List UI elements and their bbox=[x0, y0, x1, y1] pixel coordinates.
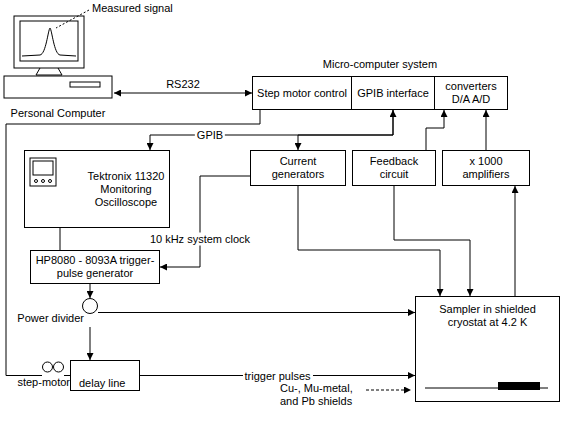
connector bbox=[60, 228, 61, 250]
connector bbox=[6, 110, 260, 376]
node-text: HP8080 - 8093A trigger-pulse generator bbox=[35, 254, 155, 280]
step-motor: step-motor bbox=[42, 360, 64, 391]
edge-label: trigger pulses bbox=[242, 369, 312, 382]
connector bbox=[515, 186, 516, 296]
process-box: Feedback circuit bbox=[352, 150, 436, 186]
divider-circle bbox=[83, 299, 98, 314]
connector bbox=[90, 284, 91, 298]
node-text: Current generators bbox=[255, 155, 341, 181]
scope-knob bbox=[35, 180, 38, 183]
connector bbox=[98, 312, 415, 313]
scope-knob bbox=[49, 180, 52, 183]
node-text: x 1000 amplifiers bbox=[447, 155, 525, 181]
annotation-label: Measured signal bbox=[92, 2, 173, 15]
oscilloscope-box: Tektronix 11320Monitoring Oscilloscope bbox=[24, 150, 170, 228]
scope-knob bbox=[42, 180, 45, 183]
monitor-stand bbox=[36, 68, 62, 75]
monitor-screen bbox=[20, 21, 78, 61]
monitor-frame bbox=[14, 16, 84, 68]
sampler-chip bbox=[498, 382, 540, 390]
connector bbox=[298, 110, 393, 150]
scope-icon bbox=[30, 158, 56, 186]
divider-symbol bbox=[82, 298, 98, 314]
computer-case bbox=[4, 76, 112, 98]
node-text: Step motor control bbox=[257, 87, 347, 100]
node-text: Micro-computer system bbox=[252, 58, 508, 71]
system-group: Micro-computer systemStep motor control G… bbox=[252, 58, 508, 112]
connector bbox=[394, 186, 470, 296]
annotation-label: Cu-, Mu-metal, and Pb shields bbox=[280, 382, 364, 408]
scope-screen bbox=[33, 161, 53, 175]
motor-wheel bbox=[43, 362, 53, 372]
power-divider: Power divider bbox=[82, 298, 98, 327]
node-text: Feedback circuit bbox=[357, 155, 431, 181]
computer-node: Personal Computer bbox=[2, 12, 114, 120]
node-text: Power divider bbox=[17, 312, 84, 325]
node-text: step-motor bbox=[17, 376, 70, 389]
process-box: GPIB interface bbox=[351, 76, 435, 110]
node-text: Monitoring Oscilloscope bbox=[87, 183, 165, 209]
process-box: Step motor control bbox=[252, 76, 352, 110]
node-text: Personal Computer bbox=[2, 107, 114, 120]
node-text: GPIB interface bbox=[357, 87, 429, 100]
process-box: Current generators bbox=[250, 150, 346, 186]
connector bbox=[90, 327, 91, 360]
motor-wheel bbox=[54, 362, 64, 372]
process-box: x 1000 amplifiers bbox=[442, 150, 530, 186]
edge-label: GPIB bbox=[195, 129, 225, 142]
node-text: Tektronix 11320 bbox=[88, 170, 165, 183]
pointer-arrow bbox=[366, 390, 411, 391]
connector bbox=[298, 186, 440, 296]
process-box: HP8080 - 8093A trigger-pulse generator bbox=[30, 250, 160, 284]
edge-label: 10 kHz system clock bbox=[148, 233, 252, 246]
edge-label: RS232 bbox=[164, 78, 202, 91]
connector bbox=[426, 110, 444, 150]
process-box: converters D/A A/D bbox=[434, 76, 508, 110]
sampler-box: Sampler in shielded cryostat at 4.2 K bbox=[415, 296, 560, 402]
connector bbox=[160, 176, 250, 267]
node-text: converters D/A A/D bbox=[439, 80, 503, 106]
delay-line: delay line bbox=[70, 360, 140, 391]
node-text: delay line bbox=[79, 377, 125, 390]
connector bbox=[150, 110, 393, 150]
connector bbox=[486, 110, 487, 150]
signal-curve bbox=[22, 28, 76, 56]
motor-symbol bbox=[42, 360, 64, 374]
node-text: Sampler in shielded cryostat at 4.2 K bbox=[420, 303, 555, 329]
disk-slot bbox=[70, 82, 100, 87]
leader-line bbox=[56, 10, 89, 28]
connector bbox=[114, 93, 252, 94]
